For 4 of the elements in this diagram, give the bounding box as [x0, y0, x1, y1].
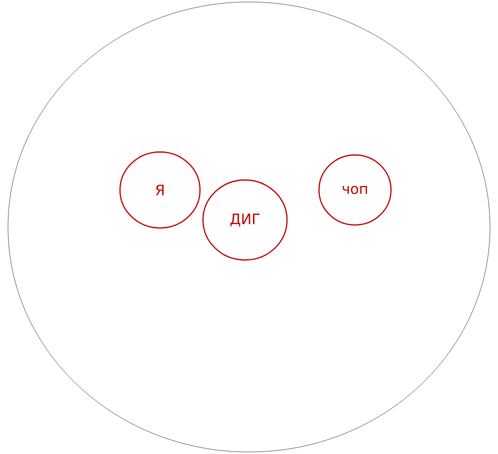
circle-label: ДИГ — [202, 179, 288, 261]
circle-label: Я — [119, 151, 201, 229]
circle-label: чоп — [318, 154, 392, 226]
outer-circle — [8, 2, 490, 452]
